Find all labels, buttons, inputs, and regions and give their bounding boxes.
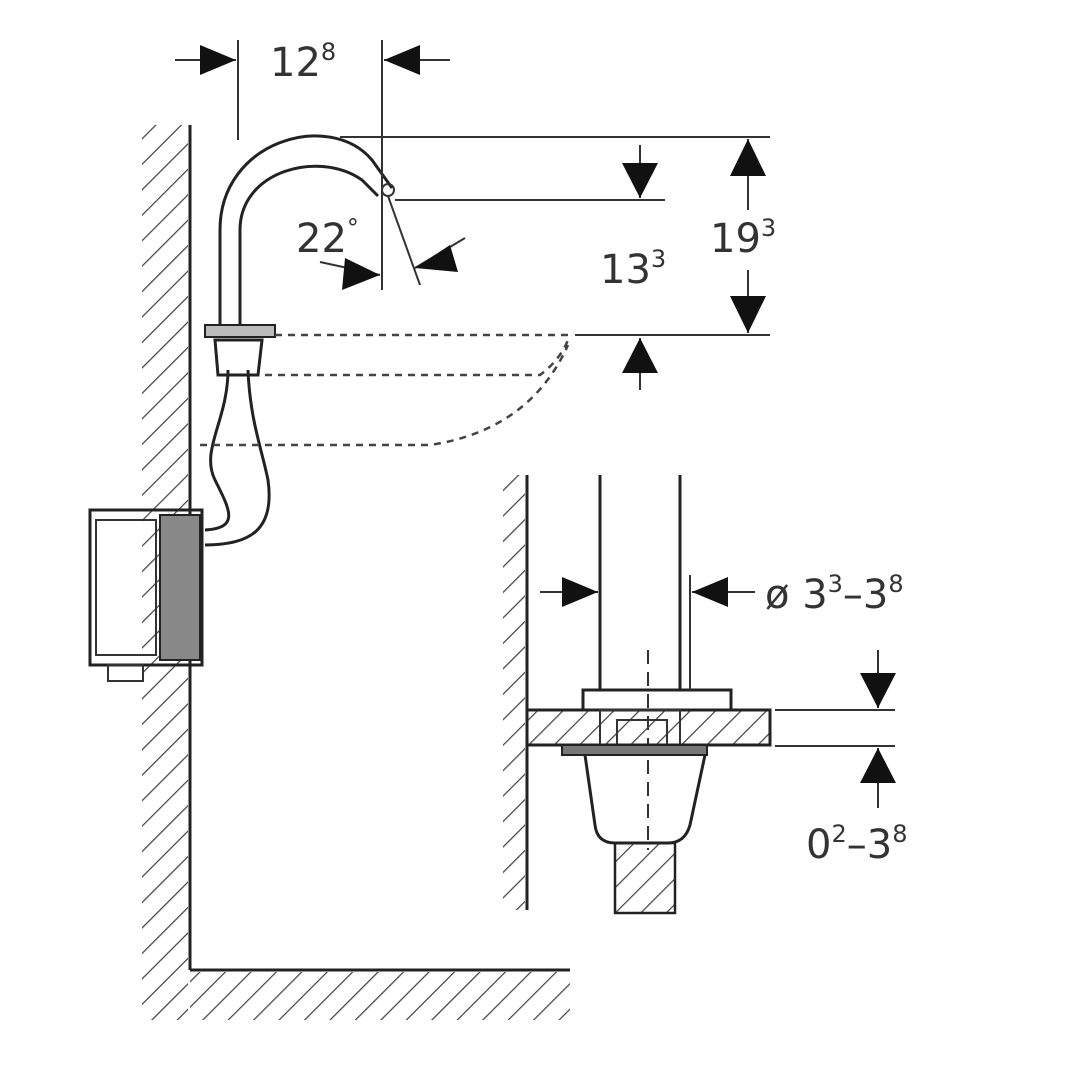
control-box (88, 508, 204, 682)
hole-diameter-label: ø 33–38 (765, 570, 904, 618)
spout-angle-label: 22° (296, 214, 359, 262)
counter-thickness-label: 02–38 (806, 820, 907, 868)
dimension-spout-angle: 22° (296, 195, 466, 290)
mounting-detail: ø 33–38 02–38 (503, 475, 907, 915)
total-height-label: 193 (710, 214, 776, 262)
dimension-heights: 133 193 (340, 136, 780, 390)
spout-reach-label: 128 (270, 38, 336, 86)
dimension-spout-reach: 128 (175, 38, 450, 290)
spout-outlet-height-label: 133 (600, 245, 666, 293)
supply-hose (204, 369, 271, 547)
faucet-spout (204, 134, 395, 377)
basin-outline (200, 333, 570, 447)
